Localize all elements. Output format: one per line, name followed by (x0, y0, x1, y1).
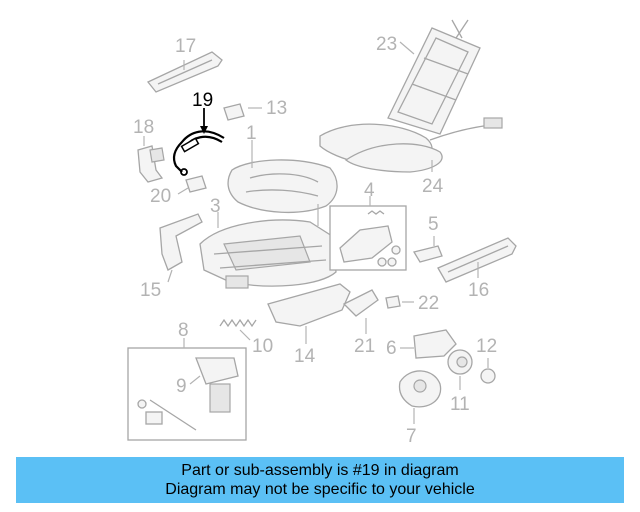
part-11 (447, 349, 473, 390)
part-14 (267, 283, 351, 344)
callout-4: 4 (364, 180, 375, 201)
part-5 (412, 236, 443, 263)
callout-20: 20 (150, 186, 171, 207)
part-21 (342, 289, 379, 334)
callout-9: 9 (176, 376, 187, 397)
callout-8: 8 (178, 320, 189, 341)
part-20 (177, 175, 207, 195)
callout-18: 18 (133, 117, 154, 138)
callout-16: 16 (468, 280, 489, 301)
callout-13: 13 (266, 98, 287, 119)
part-4-box (329, 196, 407, 271)
callout-3: 3 (210, 196, 221, 217)
info-banner: Part or sub-assembly is #19 in diagram D… (16, 457, 624, 503)
callout-14: 14 (294, 346, 316, 367)
banner-line-1: Part or sub-assembly is #19 in diagram (181, 462, 459, 479)
part-7 (398, 370, 442, 424)
part-24-pad (319, 117, 503, 173)
part-16-rail (437, 237, 517, 283)
callout-19: 19 (192, 90, 213, 111)
part-23-backframe (387, 19, 481, 135)
banner-line-2: Diagram may not be specific to your vehi… (165, 481, 475, 498)
callout-23: 23 (376, 34, 397, 55)
callout-5: 5 (428, 214, 439, 235)
callout-24: 24 (422, 176, 444, 197)
callout-7: 7 (406, 426, 417, 447)
callout-17: 17 (175, 36, 196, 57)
part-22 (385, 295, 414, 309)
callout-15: 15 (140, 280, 161, 301)
callout-22: 22 (418, 293, 439, 314)
part-6 (400, 329, 457, 359)
callout-6: 6 (386, 338, 397, 359)
part-13 (223, 103, 262, 121)
part-8-box (127, 338, 247, 441)
callout-12: 12 (476, 336, 497, 357)
part-17 (146, 51, 223, 93)
callout-10: 10 (252, 336, 273, 357)
part-19-cable (172, 108, 225, 176)
part-15 (159, 213, 203, 283)
parts-diagram: 17 13 18 19 20 1 2 (127, 19, 517, 447)
part-1-cushion (227, 140, 338, 214)
part-18 (137, 136, 165, 183)
callout-1: 1 (246, 123, 257, 144)
part-3-frame (199, 212, 337, 289)
callout-11: 11 (450, 394, 470, 415)
part-12 (480, 358, 496, 384)
callout-21: 21 (354, 336, 375, 357)
part-10-spring (219, 318, 257, 341)
